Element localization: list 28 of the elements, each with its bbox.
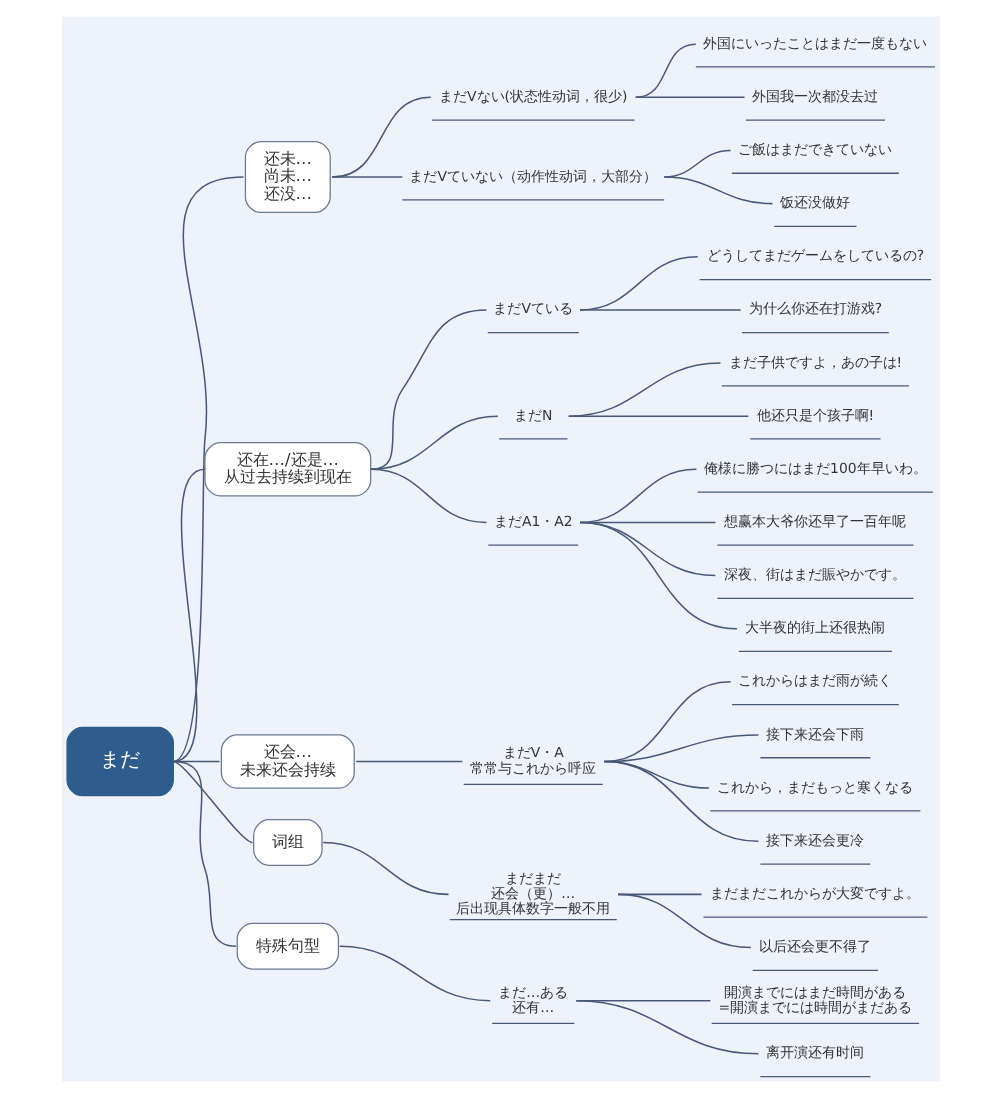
connector: [330, 176, 403, 178]
connector: [634, 96, 745, 99]
connector: [616, 893, 751, 949]
connector: [578, 309, 741, 311]
connector: [368, 415, 498, 471]
connector: [368, 468, 487, 524]
connector: [602, 760, 759, 842]
node-box: 词组: [252, 819, 322, 866]
node-box: 还在…/还是… 从过去持续到现在: [203, 442, 371, 497]
node-box: 还会… 未来还会持续: [219, 734, 354, 789]
node-box: 特殊句型: [235, 922, 339, 970]
connector: [321, 841, 449, 896]
connector: [578, 521, 737, 630]
connector: [662, 176, 773, 205]
connector: [171, 760, 236, 947]
node-box: 还未… 尚未… 还没…: [243, 141, 330, 214]
connector: [330, 96, 431, 178]
connector: [171, 176, 244, 763]
connector: [354, 760, 463, 763]
connector: [337, 945, 490, 1002]
connector: [566, 415, 749, 417]
node-box: まだ: [65, 726, 173, 797]
connector: [574, 999, 759, 1055]
connector: [171, 760, 253, 844]
connector: [171, 468, 205, 763]
connector: [602, 681, 731, 763]
connector: [634, 43, 696, 99]
connector: [578, 468, 697, 524]
